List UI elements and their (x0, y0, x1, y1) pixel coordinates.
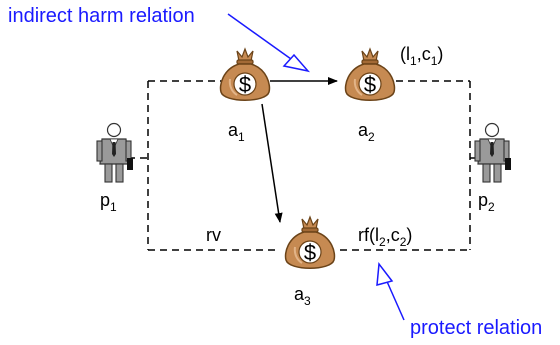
person-label-p2: p2 (478, 190, 495, 214)
money-bag-icon: $ (344, 48, 396, 102)
person-p1: p1 (96, 122, 134, 214)
svg-text:$: $ (364, 72, 376, 97)
indirect-harm-label: indirect harm relation (8, 5, 195, 27)
asset-label-a1: a1 (228, 120, 245, 144)
businessman-icon (474, 122, 512, 183)
asset-a3: $ a3 (284, 216, 336, 308)
indirect-harm-arrow (227, 13, 311, 73)
asset-a2: $ a2 (l1,c1) (344, 44, 443, 144)
asset-label-a2: a2 (358, 120, 375, 144)
arrow-a1-a3 (261, 103, 283, 223)
businessman-icon (96, 122, 134, 183)
person-p2: p2 (474, 122, 512, 214)
person-label-p1: p1 (100, 190, 117, 214)
svg-text:$: $ (304, 240, 316, 265)
money-bag-icon: $ (284, 216, 336, 270)
edge-label-a2-tuple: (l1,c1) (400, 44, 443, 68)
money-bag-icon: $ (219, 48, 271, 102)
edge-label-rf: rf(l2,c2) (358, 225, 412, 249)
svg-text:$: $ (239, 72, 251, 97)
asset-a1: $ a1 (219, 48, 271, 144)
edge-label-rv: rv (206, 225, 221, 245)
dashed-connections (128, 80, 488, 251)
asset-label-a3: a3 (294, 284, 311, 308)
protect-relation-arrow (376, 262, 405, 321)
protect-relation-label: protect relation (410, 317, 542, 339)
